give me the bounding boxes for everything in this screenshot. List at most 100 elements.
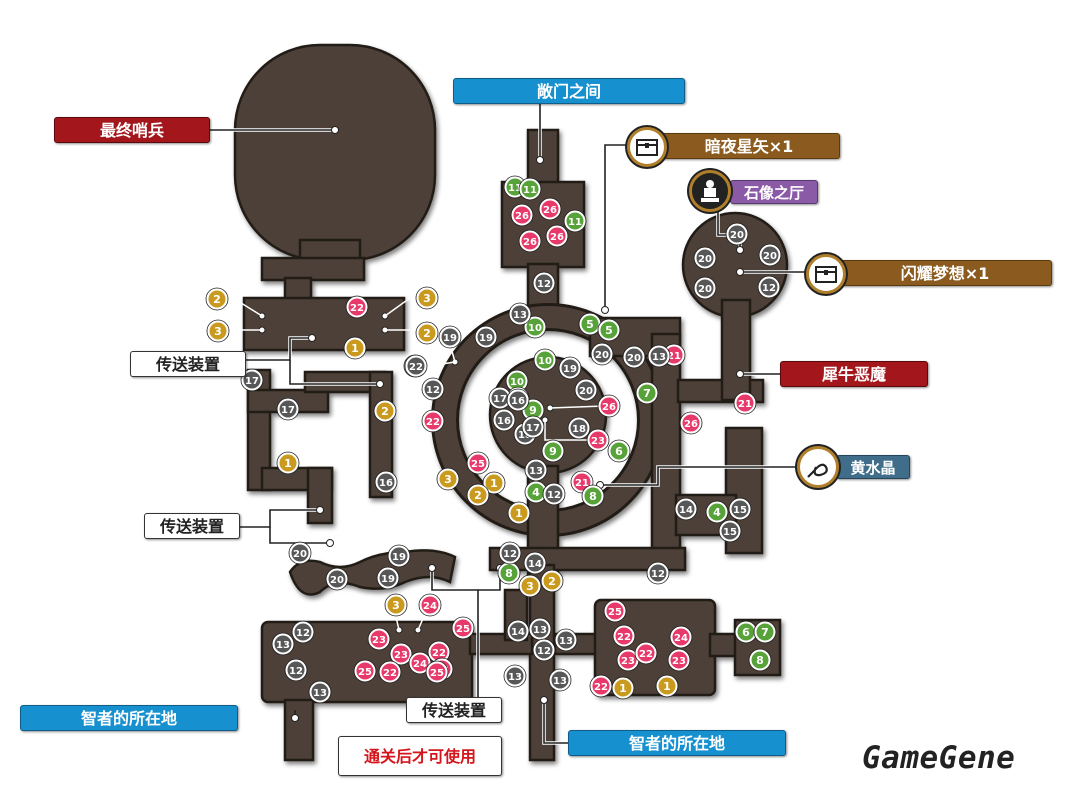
grey-marker-circle [694, 277, 716, 299]
grey-marker: 17 [240, 368, 264, 392]
grey-marker-number: 12 [537, 279, 551, 290]
gold-marker: 3 [415, 286, 439, 310]
green-marker-number: 10 [538, 356, 552, 367]
grey-marker-circle [559, 357, 581, 379]
green-marker-number: 10 [510, 377, 524, 388]
grey-marker: 20 [725, 222, 749, 246]
green-marker-number: 4 [713, 506, 721, 519]
green-marker-number: 8 [505, 567, 513, 580]
grey-marker-number: 20 [730, 230, 744, 241]
gold-marker: 1 [611, 676, 635, 700]
grey-marker-circle [623, 346, 645, 368]
pink-marker-number: 23 [672, 656, 686, 667]
grey-marker: 13 [503, 664, 527, 688]
pink-marker-circle [590, 675, 612, 697]
pink-marker-circle [519, 230, 541, 252]
pink-marker: 22 [589, 674, 613, 698]
gold-marker-circle [207, 320, 229, 342]
green-marker-number: 9 [549, 445, 557, 458]
green-marker-outline [541, 439, 565, 463]
gold-marker: 3 [436, 467, 460, 491]
gold-marker-number: 1 [284, 457, 292, 470]
pink-marker: 23 [616, 648, 640, 672]
gold-marker-outline [507, 501, 531, 525]
pink-marker-circle [546, 225, 568, 247]
grey-marker-outline [590, 342, 614, 366]
grey-marker-outline [728, 497, 752, 521]
grey-marker-outline [474, 325, 498, 349]
pink-marker-number: 26 [550, 232, 564, 243]
grey-marker-outline [622, 345, 646, 369]
gold-marker-outline [415, 286, 439, 310]
pink-marker: 22 [612, 624, 636, 648]
green-marker-circle [749, 649, 771, 671]
pink-marker-number: 22 [617, 632, 631, 643]
gold-marker-circle [344, 337, 366, 359]
pink-marker-outline [667, 648, 691, 672]
grey-marker-number: 18 [572, 424, 586, 435]
gold-marker: 2 [540, 569, 564, 593]
green-marker-outline [635, 381, 659, 405]
green-marker-number: 7 [643, 387, 651, 400]
pink-marker-circle [668, 649, 690, 671]
pink-marker-outline [389, 642, 413, 666]
pink-marker-outline [353, 659, 377, 683]
grey-marker-number: 13 [559, 636, 573, 647]
grey-marker-number: 20 [698, 254, 712, 265]
green-marker-number: 11 [523, 185, 537, 196]
grey-marker-outline [506, 619, 530, 643]
grey-marker-circle [309, 681, 331, 703]
grey-marker-outline [498, 541, 522, 565]
grey-marker-number: 20 [579, 386, 593, 397]
green-marker-outline [607, 439, 631, 463]
grey-marker-number: 13 [313, 688, 327, 699]
grey-marker: 15 [718, 519, 742, 543]
gold-marker-outline [482, 471, 506, 495]
gold-marker-number: 3 [423, 292, 431, 305]
grey-marker-circle [525, 459, 547, 481]
grey-marker-outline [693, 276, 717, 300]
grey-marker-number: 12 [537, 646, 551, 657]
treasure-chest-icon-glyph-2 [815, 266, 837, 283]
grey-marker: 13 [528, 617, 552, 641]
grey-marker: 20 [590, 342, 614, 366]
grey-marker-number: 13 [513, 310, 527, 321]
pink-marker-number: 25 [608, 607, 622, 618]
grey-marker-outline [758, 243, 782, 267]
gold-marker-circle [508, 502, 530, 524]
grey-marker-circle [422, 378, 444, 400]
grey-marker-circle [543, 483, 565, 505]
pink-marker: 23 [367, 627, 391, 651]
gold-marker-outline [466, 483, 490, 507]
pink-marker-outline [612, 624, 636, 648]
gold-marker-outline [205, 287, 229, 311]
grey-marker-outline [558, 356, 582, 380]
gold-marker-circle [374, 400, 396, 422]
pink-marker: 25 [451, 616, 475, 640]
gamegene-watermark: GameGene [862, 740, 1016, 776]
green-marker-outline [518, 177, 542, 201]
gold-marker: 3 [206, 319, 230, 343]
pink-marker-number: 23 [394, 650, 408, 661]
grey-marker-number: 13 [652, 352, 666, 363]
gold-marker-circle [541, 570, 563, 592]
pink-marker-number: 24 [423, 601, 437, 612]
grey-marker-number: 14 [528, 559, 542, 570]
grey-marker-circle [524, 552, 546, 574]
gold-marker-circle [483, 472, 505, 494]
pink-marker-circle [409, 652, 431, 674]
grey-marker: 13 [308, 680, 332, 704]
pink-marker-outline [418, 593, 442, 617]
green-marker-circle [524, 316, 546, 338]
shining-dream-label: 闪耀梦想×1 [838, 260, 1052, 286]
gold-marker-number: 2 [474, 489, 482, 502]
pink-marker-number: 21 [738, 399, 752, 410]
grey-marker-number: 19 [479, 333, 493, 344]
grey-marker: 20 [574, 378, 598, 402]
sage-location-right-label: 智者的所在地 [568, 730, 786, 756]
pink-marker-circle [734, 392, 756, 414]
gold-marker-number: 1 [619, 682, 627, 695]
green-marker: 8 [497, 561, 521, 585]
grey-marker-circle [758, 276, 780, 298]
sage-location-left-label: 智者的所在地 [20, 705, 238, 731]
